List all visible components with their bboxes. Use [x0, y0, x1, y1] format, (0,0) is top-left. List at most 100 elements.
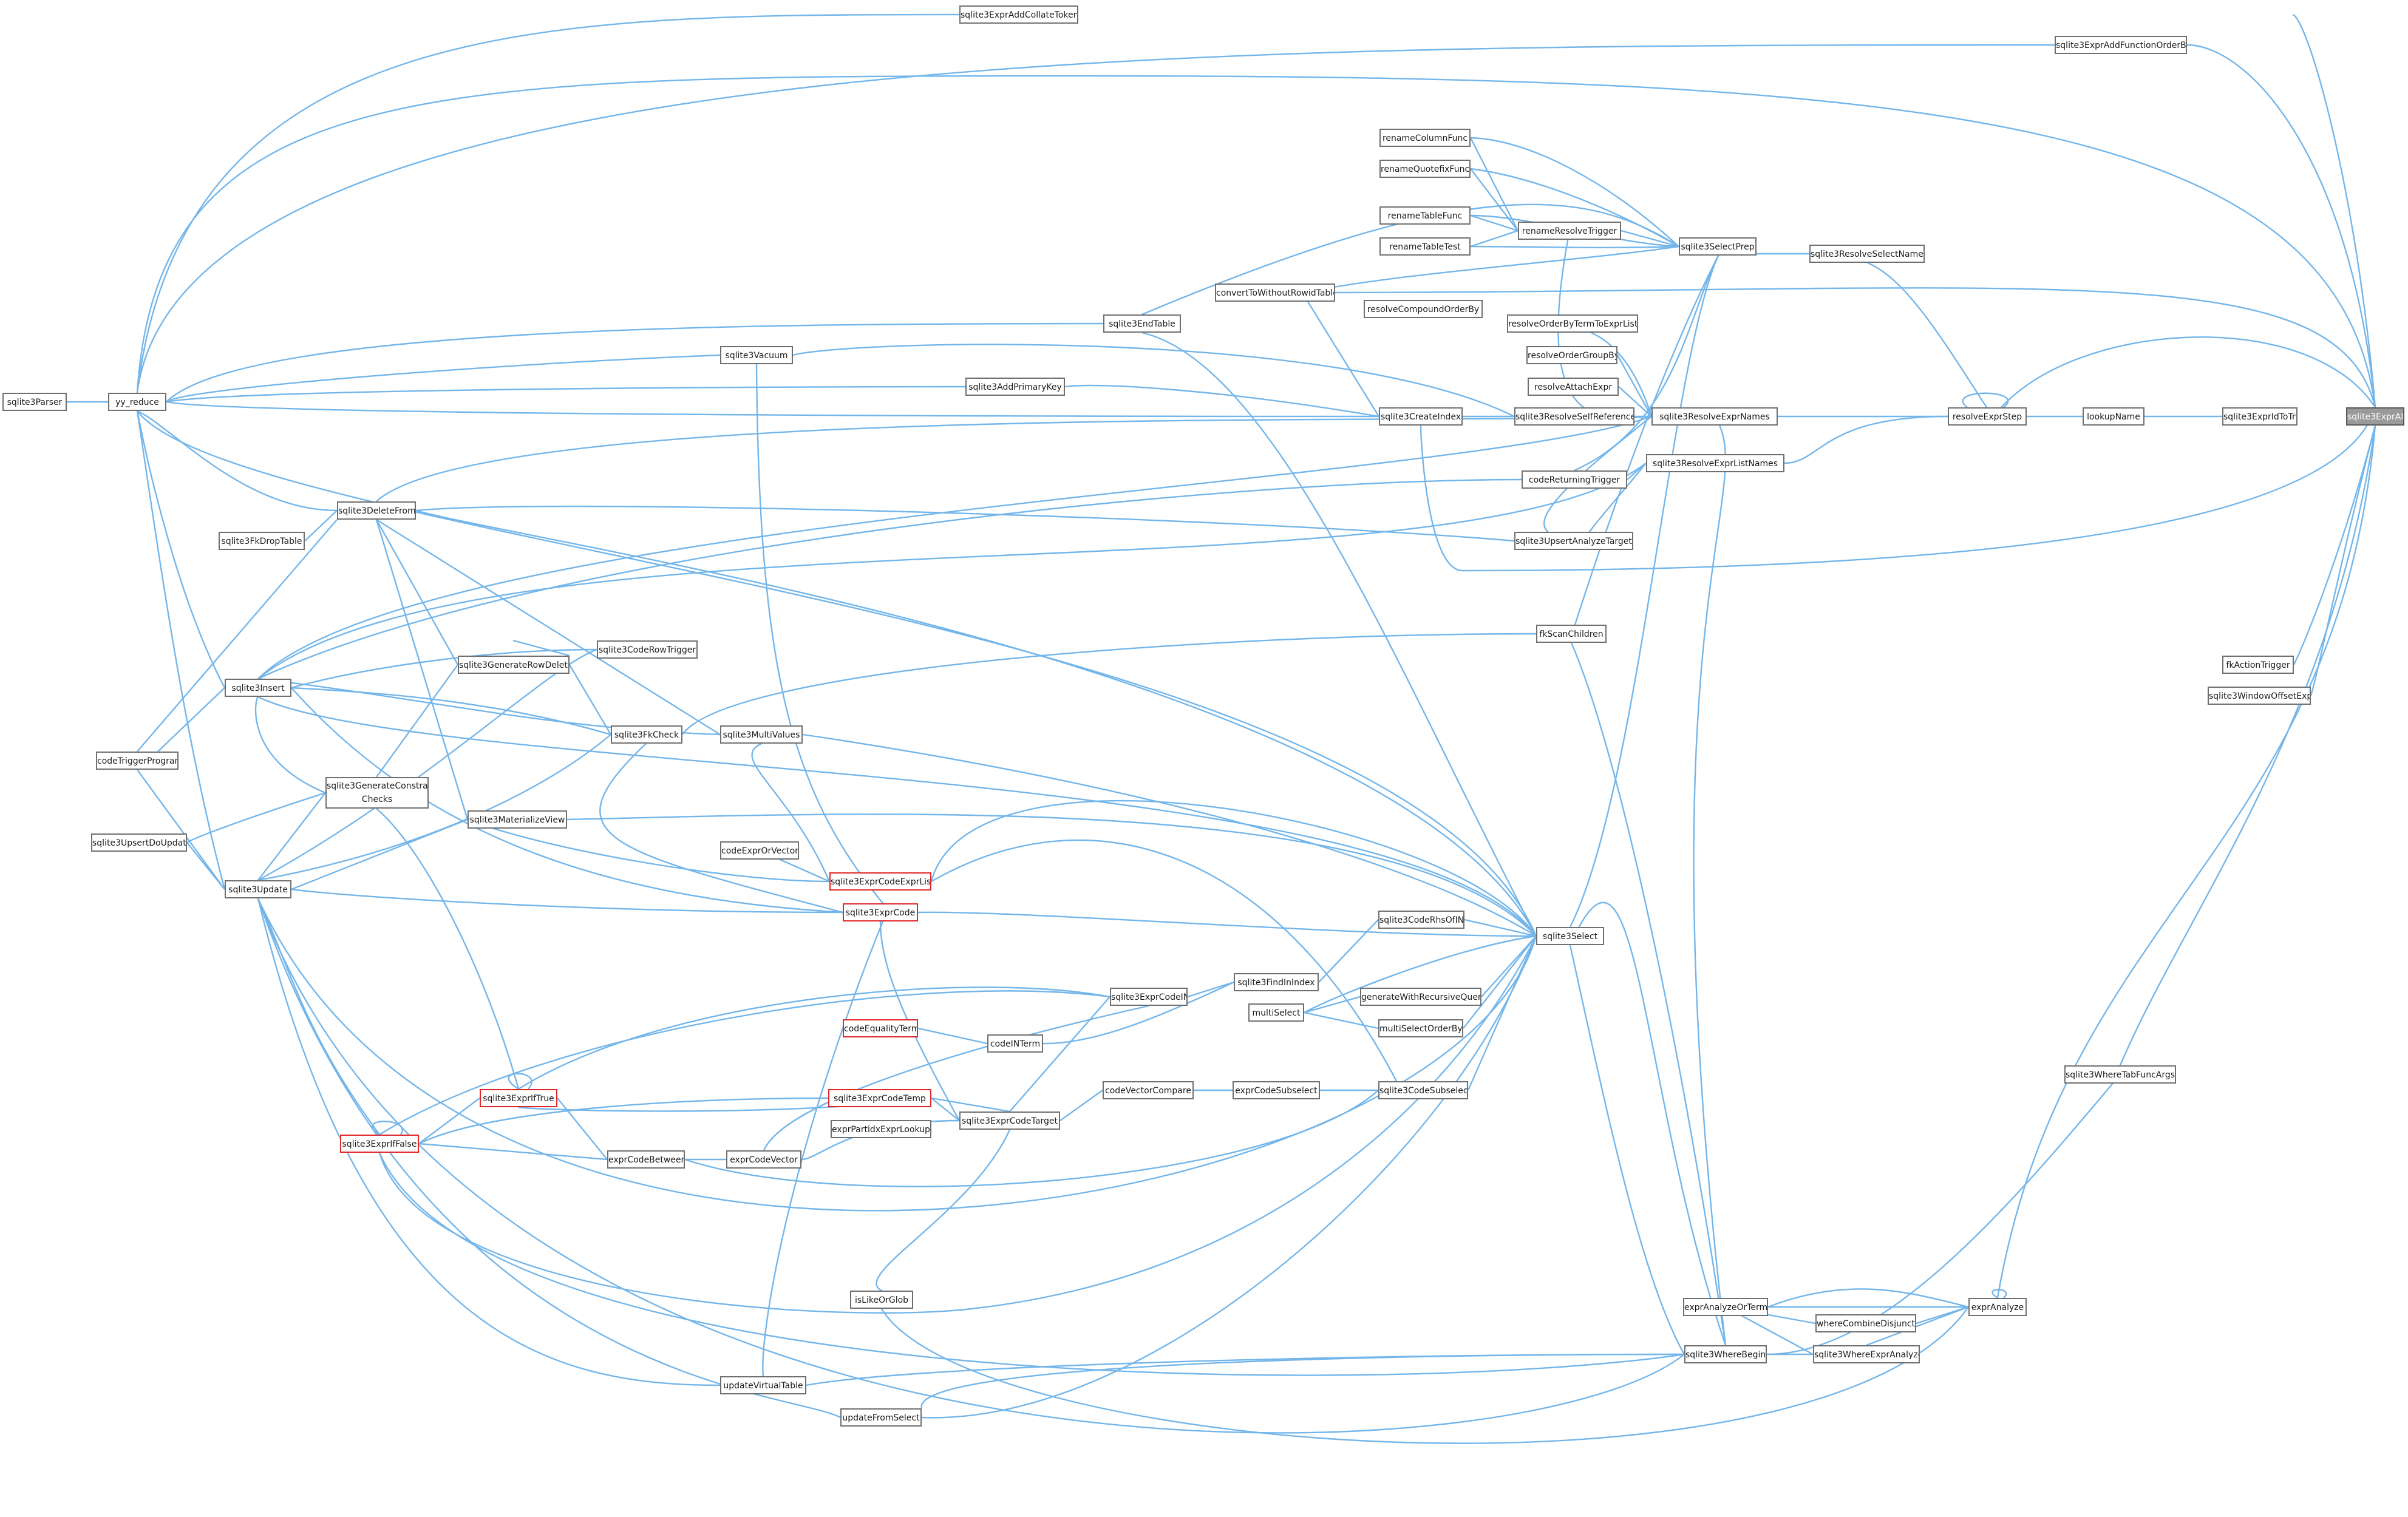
edge-100 — [257, 898, 1537, 1212]
node-codeEqualityTerm[interactable]: codeEqualityTerm — [843, 1019, 918, 1037]
node-sqlite3FkCheck[interactable]: sqlite3FkCheck — [611, 725, 682, 744]
node-resolveAttachExpr[interactable]: resolveAttachExpr — [1528, 378, 1619, 396]
node-sqlite3Parser[interactable]: sqlite3Parser — [2, 393, 67, 411]
node-renameTableTest[interactable]: renameTableTest — [1379, 237, 1471, 256]
node-sqlite3WhereBegin[interactable]: sqlite3WhereBegin — [1684, 1345, 1767, 1363]
node-whereCombineDisjuncts[interactable]: whereCombineDisjuncts — [1815, 1314, 1916, 1332]
edge-35 — [1616, 355, 1653, 417]
edge-32 — [1470, 229, 1519, 248]
node-sqlite3ResolveExprListNames[interactable]: sqlite3ResolveExprListNames — [1646, 454, 1784, 472]
node-updateVirtualTable[interactable]: updateVirtualTable — [720, 1376, 806, 1394]
node-sqlite3ExprCodeIN[interactable]: sqlite3ExprCodeIN — [1110, 988, 1188, 1006]
node-sqlite3Update[interactable]: sqlite3Update — [225, 880, 291, 898]
node-sqlite3Vacuum[interactable]: sqlite3Vacuum — [720, 346, 793, 364]
node-codeVectorCompare[interactable]: codeVectorCompare — [1103, 1081, 1194, 1099]
node-exprAnalyze[interactable]: exprAnalyze — [1968, 1298, 2027, 1316]
node-renameTableFunc[interactable]: renameTableFunc — [1379, 206, 1471, 225]
node-exprCodeSubselect[interactable]: exprCodeSubselect — [1233, 1081, 1320, 1099]
node-exprPartidxExprLookup[interactable]: exprPartidxExprLookup — [831, 1120, 931, 1138]
edge-106 — [379, 990, 1110, 1136]
edge-15 — [1784, 415, 1948, 464]
node-fkScanChildren[interactable]: fkScanChildren — [1536, 625, 1607, 643]
node-sqlite3GenerateConstraintChecks[interactable]: sqlite3GenerateConstraint Checks — [325, 777, 429, 809]
node-sqlite3GenerateRowDelete[interactable]: sqlite3GenerateRowDelete — [458, 656, 570, 674]
node-sqlite3ExprCodeTemp[interactable]: sqlite3ExprCodeTemp — [828, 1089, 931, 1107]
edge-121 — [876, 1129, 1011, 1292]
node-sqlite3ExprIfTrue[interactable]: sqlite3ExprIfTrue — [480, 1089, 557, 1107]
node-sqlite3FindInIndex[interactable]: sqlite3FindInIndex — [1234, 973, 1319, 991]
node-sqlite3EndTable[interactable]: sqlite3EndTable — [1103, 314, 1181, 333]
node-resolveOrderByTermToExprList[interactable]: resolveOrderByTermToExprList — [1507, 314, 1638, 333]
node-yy_reduce[interactable]: yy_reduce — [108, 393, 166, 411]
edge-5 — [1420, 407, 2376, 572]
node-sqlite3ResolveExprNames[interactable]: sqlite3ResolveExprNames — [1651, 407, 1778, 426]
node-sqlite3ResolveSelectNames[interactable]: sqlite3ResolveSelectNames — [1809, 245, 1925, 263]
node-sqlite3ExprAddCollateToken[interactable]: sqlite3ExprAddCollateToken — [959, 5, 1078, 24]
node-sqlite3ExprIfFalse[interactable]: sqlite3ExprIfFalse — [340, 1135, 419, 1153]
node-resolveExprStep[interactable]: resolveExprStep — [1948, 407, 2027, 426]
node-renameColumnFunc[interactable]: renameColumnFunc — [1379, 129, 1471, 147]
node-sqlite3CreateIndex[interactable]: sqlite3CreateIndex — [1379, 407, 1463, 426]
edge-103 — [1569, 945, 1685, 1355]
node-sqlite3WhereTabFuncArgs[interactable]: sqlite3WhereTabFuncArgs — [2064, 1065, 2176, 1084]
node-sqlite3MultiValues[interactable]: sqlite3MultiValues — [720, 725, 803, 744]
edge-48 — [1064, 384, 1379, 418]
node-updateFromSelect[interactable]: updateFromSelect — [840, 1408, 922, 1427]
edge-0 — [2292, 13, 2376, 408]
node-codeReturningTrigger[interactable]: codeReturningTrigger — [1522, 470, 1627, 489]
edge-45 — [166, 401, 1379, 418]
node-sqlite3ExprAddFunctionOrderBy[interactable]: sqlite3ExprAddFunctionOrderBy — [2055, 36, 2187, 54]
edge-136 — [806, 1353, 1685, 1386]
node-sqlite3CodeSubselect[interactable]: sqlite3CodeSubselect — [1378, 1081, 1468, 1099]
node-sqlite3AddPrimaryKey[interactable]: sqlite3AddPrimaryKey — [965, 378, 1065, 396]
node-isLikeOrGlob[interactable]: isLikeOrGlob — [850, 1291, 913, 1309]
node-sqlite3exprattrconv[interactable]: sqlite3ExprAlloc — [2346, 407, 2404, 426]
node-resolveOrderGroupBy[interactable]: resolveOrderGroupBy — [1526, 346, 1617, 364]
node-sqlite3ExprCodeExprList[interactable]: sqlite3ExprCodeExprList — [829, 872, 931, 891]
node-multiSelect[interactable]: multiSelect — [1248, 1003, 1304, 1022]
node-sqlite3UpsertDoUpdate[interactable]: sqlite3UpsertDoUpdate — [91, 833, 187, 852]
edge-108 — [1009, 996, 1110, 1112]
edge-111 — [1059, 1090, 1103, 1121]
edge-21 — [1621, 229, 1679, 248]
edge-92 — [1318, 919, 1379, 983]
node-sqlite3ExprCode[interactable]: sqlite3ExprCode — [843, 903, 918, 921]
node-sqlite3CodeRowTrigger[interactable]: sqlite3CodeRowTrigger — [597, 640, 698, 659]
node-sqlite3WindowOffsetExpr[interactable]: sqlite3WindowOffsetExpr — [2208, 687, 2311, 705]
edge-91 — [1141, 331, 1537, 937]
node-generateWithRecursiveQuery[interactable]: generateWithRecursiveQuery — [1360, 988, 1481, 1006]
node-exprCodeBetween[interactable]: exprCodeBetween — [607, 1150, 685, 1169]
node-sqlite3ExprCodeTarget[interactable]: sqlite3ExprCodeTarget — [959, 1111, 1060, 1130]
edge-53 — [137, 410, 338, 512]
node-sqlite3CodeRhsOfIN[interactable]: sqlite3CodeRhsOfIN — [1378, 911, 1464, 929]
edge-34 — [1556, 322, 1653, 417]
node-convertToWithoutRowidTable[interactable]: convertToWithoutRowidTable — [1215, 283, 1335, 302]
edge-43 — [257, 463, 1647, 679]
node-sqlite3FkDropTable[interactable]: sqlite3FkDropTable — [219, 532, 305, 550]
node-sqlite3SelectPrep[interactable]: sqlite3SelectPrep — [1679, 237, 1757, 256]
node-sqlite3DeleteFrom[interactable]: sqlite3DeleteFrom — [337, 501, 416, 520]
node-multiSelectOrderBy[interactable]: multiSelectOrderBy — [1378, 1019, 1463, 1037]
edge-131 — [599, 743, 843, 914]
node-renameResolveTrigger[interactable]: renameResolveTrigger — [1518, 222, 1621, 240]
node-codeTriggerProgram[interactable]: codeTriggerProgram — [96, 752, 179, 770]
node-fkActionTrigger[interactable]: fkActionTrigger — [2222, 656, 2294, 674]
node-sqlite3WhereExprAnalyze[interactable]: sqlite3WhereExprAnalyze — [1813, 1345, 1920, 1363]
node-sqlite3ExprIdToTrueFalse[interactable]: sqlite3ExprIdToTrueFalse — [2222, 407, 2297, 426]
node-sqlite3ResolveSelfReference[interactable]: sqlite3ResolveSelfReference — [1514, 407, 1634, 426]
node-renameQuotefixFunc[interactable]: renameQuotefixFunc — [1379, 160, 1471, 178]
node-sqlite3Select[interactable]: sqlite3Select — [1536, 927, 1604, 945]
edge-137 — [920, 1353, 1685, 1409]
node-codeINTerm[interactable]: codeINTerm — [987, 1034, 1043, 1053]
node-exprCodeVector[interactable]: exprCodeVector — [726, 1150, 801, 1169]
node-resolveCompoundOrderBy[interactable]: resolveCompoundOrderBy — [1364, 300, 1483, 318]
node-lookupName[interactable]: lookupName — [2083, 407, 2144, 426]
edge-125 — [557, 1098, 608, 1160]
node-codeExprOrVector[interactable]: codeExprOrVector — [720, 841, 799, 860]
node-sqlite3Insert[interactable]: sqlite3Insert — [225, 679, 291, 697]
node-sqlite3MaterializeView[interactable]: sqlite3MaterializeView — [468, 810, 567, 829]
node-exprAnalyzeOrTerm[interactable]: exprAnalyzeOrTerm — [1683, 1298, 1768, 1316]
edge-4 — [1993, 336, 2376, 417]
edge-57 — [415, 505, 1515, 542]
node-sqlite3UpsertAnalyzeTarget[interactable]: sqlite3UpsertAnalyzeTarget — [1514, 532, 1633, 550]
